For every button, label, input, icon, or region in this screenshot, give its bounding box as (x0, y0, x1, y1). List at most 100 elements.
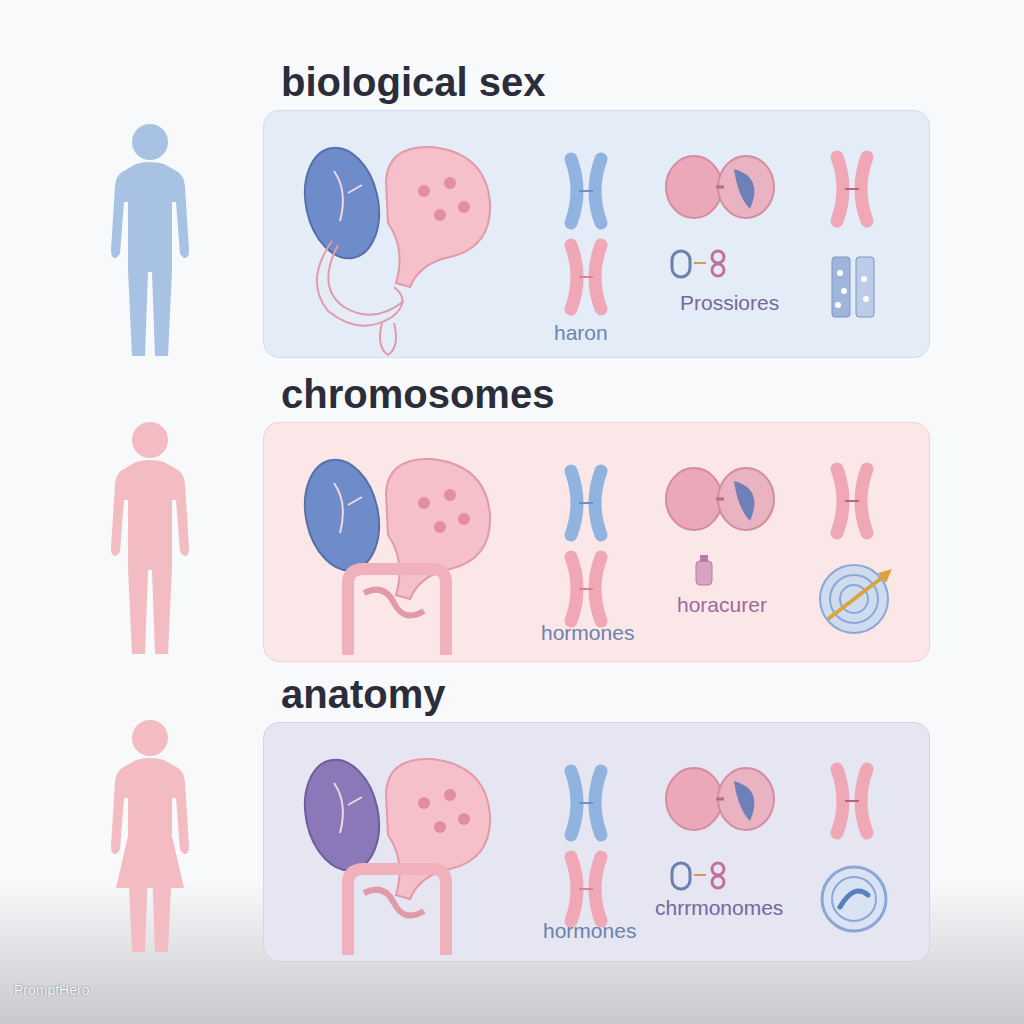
organ (295, 753, 389, 878)
person-silhouette (111, 422, 189, 654)
link-icon (694, 262, 706, 264)
chromosome-arm (595, 471, 601, 535)
stomach (386, 147, 490, 287)
person-silhouette (111, 720, 189, 952)
panel-illustration (295, 453, 892, 655)
stomach-dot (458, 813, 470, 825)
chromosome-arm (837, 157, 843, 221)
kidney (666, 768, 722, 830)
tube (380, 323, 396, 355)
skirt-shape (116, 836, 184, 888)
chromosome-arm (595, 557, 601, 621)
organ (295, 453, 389, 578)
kidney (718, 468, 774, 530)
arrow-shaft (828, 573, 888, 619)
intestine-loop (364, 590, 424, 616)
centromere (579, 190, 593, 192)
kidney-inner (734, 781, 754, 821)
kidney (718, 768, 774, 830)
link-icon (694, 874, 706, 876)
organ-vein (334, 171, 362, 221)
link-icon (712, 863, 724, 875)
part-label: hormones (543, 919, 636, 943)
swoosh (840, 891, 868, 907)
centromere (845, 188, 859, 190)
intestine (348, 569, 446, 655)
stomach-dot (458, 513, 470, 525)
section-heading: biological sex (281, 59, 546, 105)
link-icon (712, 876, 724, 888)
person-silhouette (111, 124, 189, 356)
chromosome-arm (861, 769, 867, 833)
section-panel: anatomyhormoneschrrmonomes (263, 722, 930, 962)
section-heading: chromosomes (281, 371, 554, 417)
chromosome-arm (861, 157, 867, 221)
organ-vein (334, 783, 362, 833)
chromosome-arm (571, 557, 577, 621)
ring-icon (822, 867, 886, 931)
part-label: horacurer (677, 593, 767, 617)
chromosome-arm (595, 245, 601, 309)
intestine-loop (364, 890, 424, 916)
stomach (386, 759, 490, 899)
section-heading: anatomy (281, 671, 446, 717)
centromere (845, 500, 859, 502)
centromere (845, 800, 859, 802)
vial-dot (861, 276, 867, 282)
vial-dot (841, 288, 847, 294)
stomach-dot (444, 789, 456, 801)
centromere (579, 502, 593, 504)
stomach-dot (434, 521, 446, 533)
bottle-icon (696, 561, 712, 585)
part-label: Prossiores (680, 291, 779, 315)
chromosome-arm (571, 159, 577, 223)
chromosome-arm (571, 245, 577, 309)
vessel (716, 798, 724, 801)
section-panel: biological sexharonProssiores (263, 110, 930, 358)
target-icon (820, 565, 888, 633)
chromosome-arm (861, 469, 867, 533)
vial-dot (863, 296, 869, 302)
ring-icon (832, 877, 876, 921)
kidney (666, 468, 722, 530)
centromere (579, 802, 593, 804)
vessel (716, 186, 724, 189)
stomach-dot (418, 497, 430, 509)
chromosome-arm (571, 771, 577, 835)
part-label: haron (554, 321, 608, 345)
panel-illustration (295, 753, 886, 955)
stomach-dot (458, 201, 470, 213)
intestine (348, 869, 446, 955)
kidney-inner (734, 169, 754, 209)
kidney (718, 156, 774, 218)
stomach (386, 459, 490, 599)
centromere (579, 888, 593, 890)
chromosome-arm (837, 769, 843, 833)
chromosome-arm (837, 469, 843, 533)
vial-dot (835, 302, 841, 308)
centromere (579, 588, 593, 590)
organ (295, 141, 389, 266)
centromere (579, 276, 593, 278)
vessel (716, 498, 724, 501)
part-label: hormones (541, 621, 634, 645)
arrow-head (878, 569, 892, 583)
part-label: chrrmonomes (655, 896, 783, 920)
vial-icon (832, 257, 850, 317)
link-icon (672, 251, 690, 277)
stomach-dot (418, 797, 430, 809)
chromosome-arm (595, 857, 601, 921)
stomach-dot (444, 489, 456, 501)
kidney-inner (734, 481, 754, 521)
stomach-dot (444, 177, 456, 189)
section-panel: chromosomeshormoneshoracurer (263, 422, 930, 662)
stomach-dot (434, 209, 446, 221)
vial-dot (837, 270, 843, 276)
chromosome-arm (595, 159, 601, 223)
stomach-dot (418, 185, 430, 197)
organ-vein (334, 483, 362, 533)
watermark: PromptHero (14, 982, 89, 998)
chromosome-arm (571, 857, 577, 921)
link-icon (712, 251, 724, 263)
stomach-dot (434, 821, 446, 833)
